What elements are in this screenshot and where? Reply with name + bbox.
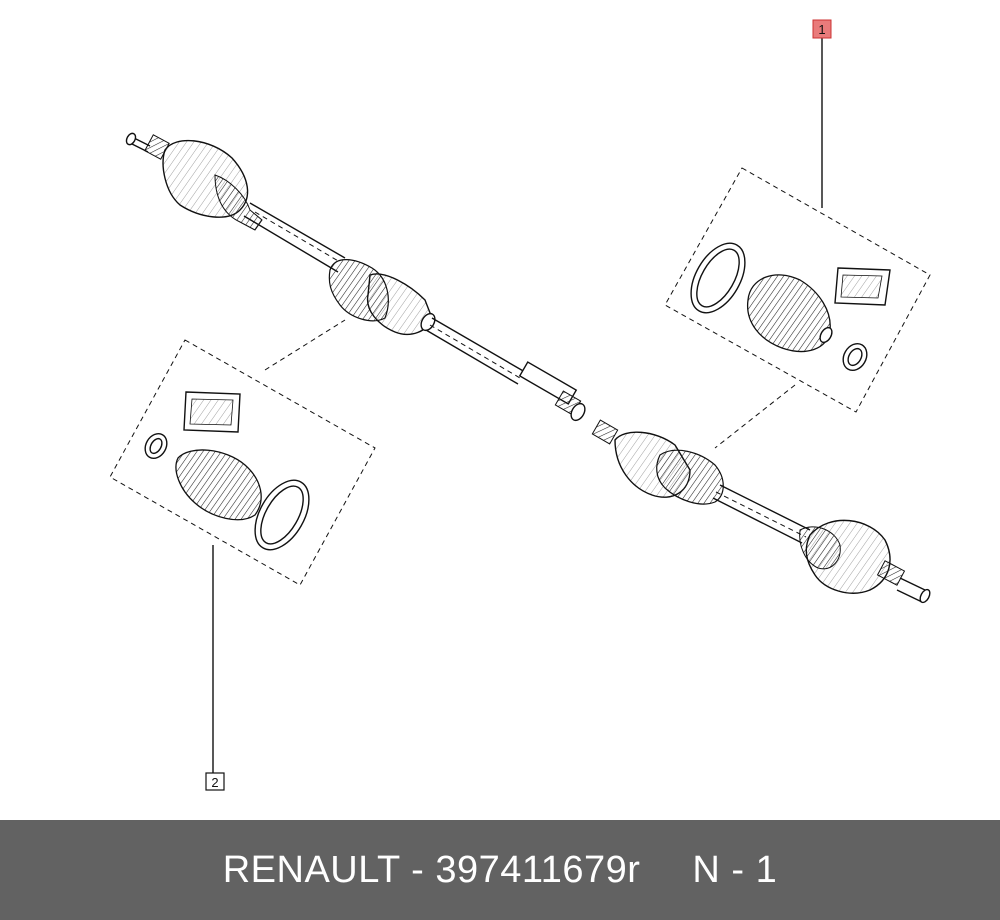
- drive-shaft-exploded-view: 1 2: [109, 19, 931, 791]
- kit-2-outline: [109, 319, 376, 773]
- footer-bar: RENAULT - 397411679r N - 1: [0, 820, 1000, 920]
- right-shaft-assembly: [591, 419, 931, 604]
- kit-1-clamp-ring: [690, 242, 746, 314]
- quantity-note: N - 1: [692, 848, 778, 891]
- brand-separator: -: [400, 848, 436, 891]
- brand-name: RENAULT: [222, 848, 401, 891]
- kit-1-outline: [664, 38, 931, 449]
- kit-2-grease-packet: [183, 391, 241, 433]
- left-shaft-assembly: [125, 132, 586, 422]
- kit-1-grease-packet: [834, 267, 891, 306]
- part-number: 397411679r: [435, 848, 641, 891]
- parts-diagram: 1 2: [109, 19, 931, 791]
- kit-1-boot: [747, 274, 831, 352]
- kit-2-clamp-ring: [254, 479, 310, 551]
- footer-caption: RENAULT - 397411679r N - 1: [223, 849, 778, 892]
- kit-2-small-ring: [144, 432, 168, 460]
- left-inner-joint-housing: [366, 273, 433, 336]
- right-outer-cv-joint: [805, 519, 891, 594]
- callout-1[interactable]: 1: [812, 19, 832, 39]
- kit-2-boot: [175, 449, 262, 521]
- callout-2[interactable]: 2: [205, 772, 225, 791]
- callout-2-number: 2: [211, 775, 218, 790]
- callout-1-number: 1: [818, 22, 825, 37]
- right-inner-boot: [656, 449, 724, 505]
- kit-1-small-ring: [842, 342, 868, 372]
